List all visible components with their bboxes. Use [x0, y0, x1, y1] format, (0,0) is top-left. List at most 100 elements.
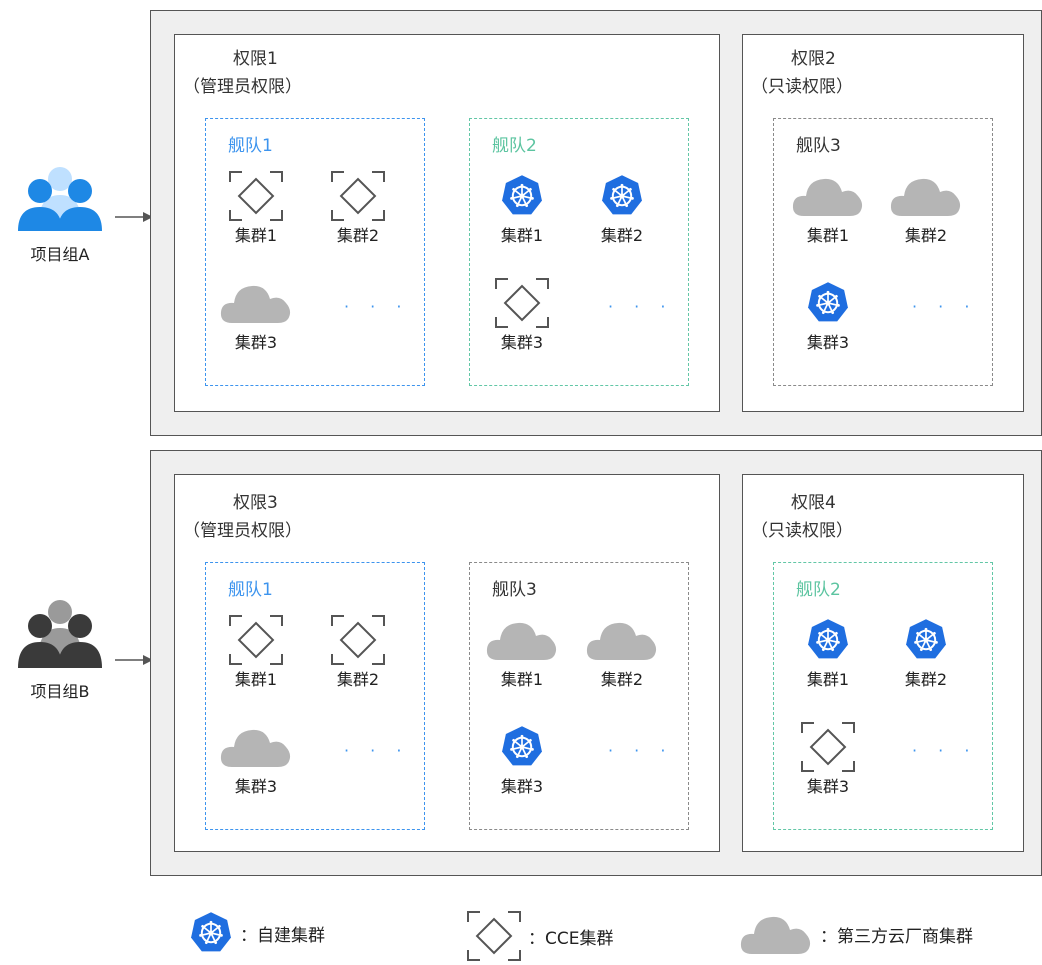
cluster: 集群2 [886, 611, 966, 691]
group-label: 项目组A [30, 245, 90, 264]
legend-cce: ：CCE集群 [466, 910, 613, 962]
cluster-label: 集群2 [336, 226, 380, 245]
fleet-label: 舰队2 [492, 136, 537, 156]
users-icon [18, 600, 102, 668]
cluster: 集群3 [216, 274, 296, 354]
cluster: 集群2 [318, 611, 398, 691]
legend-self-built: ：自建集群 [188, 910, 325, 956]
cluster-label: 集群1 [806, 670, 850, 689]
cluster: 集群2 [582, 167, 662, 247]
permission-card: 权限1 （管理员权限） 舰队1 集群1 集群2 集群3 [174, 34, 720, 412]
fleet-label: 舰队3 [492, 580, 537, 600]
permission-name: 权限2 [791, 49, 836, 69]
ellipsis: · · · [912, 297, 978, 316]
ellipsis: · · · [608, 741, 674, 760]
fleet-label: 舰队2 [796, 580, 841, 600]
cluster: 集群3 [482, 718, 562, 798]
legend-third-party: ：第三方云厂商集群 [738, 912, 973, 956]
kubernetes-icon [188, 910, 234, 956]
cluster-label: 集群1 [500, 226, 544, 245]
permission-name: 权限1 [233, 49, 278, 69]
permission-type: （管理员权限） [183, 77, 302, 97]
cluster-label: 集群3 [234, 777, 278, 796]
cloud-cluster-icon [216, 718, 296, 776]
cluster: 集群2 [318, 167, 398, 247]
fleet-box: 舰队3 集群1 集群2 集群3 · · · [773, 118, 993, 386]
users-icon [18, 167, 102, 231]
cluster-label: 集群2 [336, 670, 380, 689]
cluster: 集群1 [482, 167, 562, 247]
permission-type: （只读权限） [751, 521, 853, 541]
cluster: 集群3 [216, 718, 296, 798]
cloud-cluster-icon [788, 167, 868, 225]
cluster-label: 集群2 [600, 670, 644, 689]
permission-card: 权限3 （管理员权限） 舰队1 集群1 集群2 集群3 [174, 474, 720, 852]
cluster-label: 集群1 [500, 670, 544, 689]
permission-name: 权限3 [233, 493, 278, 513]
fleet-box: 舰队1 集群1 集群2 集群3 · · · [205, 118, 425, 386]
cce-cluster-icon [318, 611, 398, 669]
permission-card: 权限4 （只读权限） 舰队2 集群1 集群2 集 [742, 474, 1024, 852]
legend-label: ：CCE集群 [528, 928, 614, 949]
cloud-cluster-icon [482, 611, 562, 669]
cluster: 集群3 [482, 274, 562, 354]
cluster-label: 集群2 [600, 226, 644, 245]
cluster: 集群1 [216, 167, 296, 247]
fleet-box: 舰队1 集群1 集群2 集群3 · · · [205, 562, 425, 830]
cluster-label: 集群1 [234, 670, 278, 689]
cloud-cluster-icon [216, 274, 296, 332]
cluster-label: 集群2 [904, 670, 948, 689]
project-group-a: 项目组A [5, 165, 115, 265]
cluster: 集群2 [582, 611, 662, 691]
fleet-label: 舰队3 [796, 136, 841, 156]
cloud-cluster-icon [738, 912, 814, 956]
legend-label: ：自建集群 [240, 925, 325, 946]
cluster-label: 集群1 [806, 226, 850, 245]
arrow-right-icon [115, 655, 153, 665]
kubernetes-icon [886, 611, 966, 669]
project-group-b: 项目组B [5, 598, 115, 702]
panel-group-b: 权限3 （管理员权限） 舰队1 集群1 集群2 集群3 [150, 450, 1042, 876]
cce-cluster-icon [216, 167, 296, 225]
ellipsis: · · · [344, 741, 410, 760]
cluster-label: 集群3 [500, 333, 544, 352]
fleet-label: 舰队1 [228, 136, 273, 156]
fleet-box: 舰队2 集群1 集群2 集群3 · · · [469, 118, 689, 386]
cce-cluster-icon [482, 274, 562, 332]
kubernetes-icon [582, 167, 662, 225]
cce-cluster-icon [318, 167, 398, 225]
arrow-right-icon [115, 212, 153, 222]
cluster-label: 集群2 [904, 226, 948, 245]
kubernetes-icon [788, 611, 868, 669]
kubernetes-icon [482, 718, 562, 776]
cce-cluster-icon [788, 718, 868, 776]
permission-type: （只读权限） [751, 77, 853, 97]
cluster: 集群1 [482, 611, 562, 691]
cluster: 集群1 [216, 611, 296, 691]
cluster: 集群1 [788, 611, 868, 691]
cluster-label: 集群3 [806, 333, 850, 352]
permission-name: 权限4 [791, 493, 836, 513]
cce-cluster-icon [466, 910, 522, 962]
fleet-label: 舰队1 [228, 580, 273, 600]
cloud-cluster-icon [886, 167, 966, 225]
cce-cluster-icon [216, 611, 296, 669]
cluster: 集群3 [788, 718, 868, 798]
kubernetes-icon [788, 274, 868, 332]
ellipsis: · · · [912, 741, 978, 760]
cluster-label: 集群3 [234, 333, 278, 352]
legend-label: ：第三方云厂商集群 [820, 926, 973, 947]
permission-card: 权限2 （只读权限） 舰队3 集群1 集群2 集群3 · · · [742, 34, 1024, 412]
fleet-box: 舰队2 集群1 集群2 集群3 · · · [773, 562, 993, 830]
permission-type: （管理员权限） [183, 521, 302, 541]
ellipsis: · · · [608, 297, 674, 316]
ellipsis: · · · [344, 297, 410, 316]
cluster-label: 集群3 [806, 777, 850, 796]
kubernetes-icon [482, 167, 562, 225]
cluster-label: 集群3 [500, 777, 544, 796]
cluster-label: 集群1 [234, 226, 278, 245]
fleet-box: 舰队3 集群1 集群2 集群3 · · · [469, 562, 689, 830]
cluster: 集群1 [788, 167, 868, 247]
panel-group-a: 权限1 （管理员权限） 舰队1 集群1 集群2 集群3 [150, 10, 1042, 436]
cluster: 集群2 [886, 167, 966, 247]
